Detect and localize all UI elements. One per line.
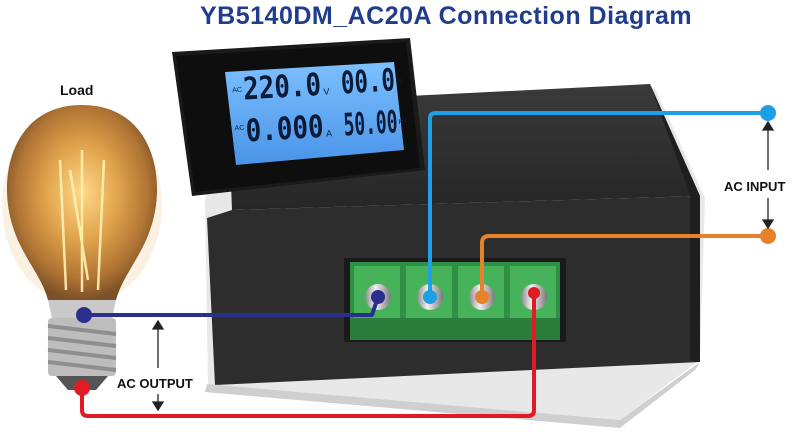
lcd-voltage: 220.0 bbox=[242, 67, 322, 108]
diagram-title: YB5140DM_AC20A Connection Diagram bbox=[200, 2, 693, 30]
bulb-base bbox=[47, 318, 117, 390]
bulb-red-endpoint bbox=[74, 380, 90, 396]
bulb-navy-endpoint bbox=[76, 307, 92, 323]
lcd-current: 0.000 bbox=[245, 109, 325, 150]
lcd-current-unit: A bbox=[326, 128, 333, 138]
wires bbox=[80, 111, 770, 418]
wire-blue-input bbox=[428, 111, 770, 299]
ac-input-orange-endpoint bbox=[760, 228, 776, 244]
ac-output-label: AC OUTPUT bbox=[117, 376, 193, 391]
lcd-frequency-unit: Hz bbox=[398, 119, 407, 127]
lcd-row2-tag: AC bbox=[234, 125, 244, 133]
lcd-power-unit: W bbox=[396, 77, 403, 84]
ac-input-label: AC INPUT bbox=[724, 179, 786, 194]
orange-terminal-dot bbox=[475, 290, 489, 304]
ac-input-arrow bbox=[761, 120, 775, 230]
red-terminal-dot bbox=[528, 287, 540, 299]
wire-dots bbox=[74, 105, 776, 396]
lcd-readout: AC 220.0 V 00.0 W AC 0.000 A 50.00 Hz bbox=[232, 62, 408, 150]
blue-terminal-dot bbox=[423, 290, 437, 304]
lcd-voltage-unit: V bbox=[323, 86, 330, 96]
panel-meter bbox=[172, 38, 425, 196]
ac-input-blue-endpoint bbox=[760, 105, 776, 121]
lcd-screen bbox=[225, 62, 404, 165]
lcd-power: 00.0 bbox=[340, 62, 396, 101]
lcd-row1-tag: AC bbox=[232, 87, 242, 95]
wire-orange-input bbox=[480, 234, 770, 299]
lcd-frequency: 50.00 bbox=[342, 104, 398, 143]
navy-terminal-dot bbox=[371, 290, 385, 304]
load-label: Load bbox=[60, 82, 94, 98]
ac-output-arrow bbox=[151, 319, 165, 412]
bulb-icon bbox=[2, 105, 162, 390]
wire-red-output bbox=[80, 295, 536, 418]
